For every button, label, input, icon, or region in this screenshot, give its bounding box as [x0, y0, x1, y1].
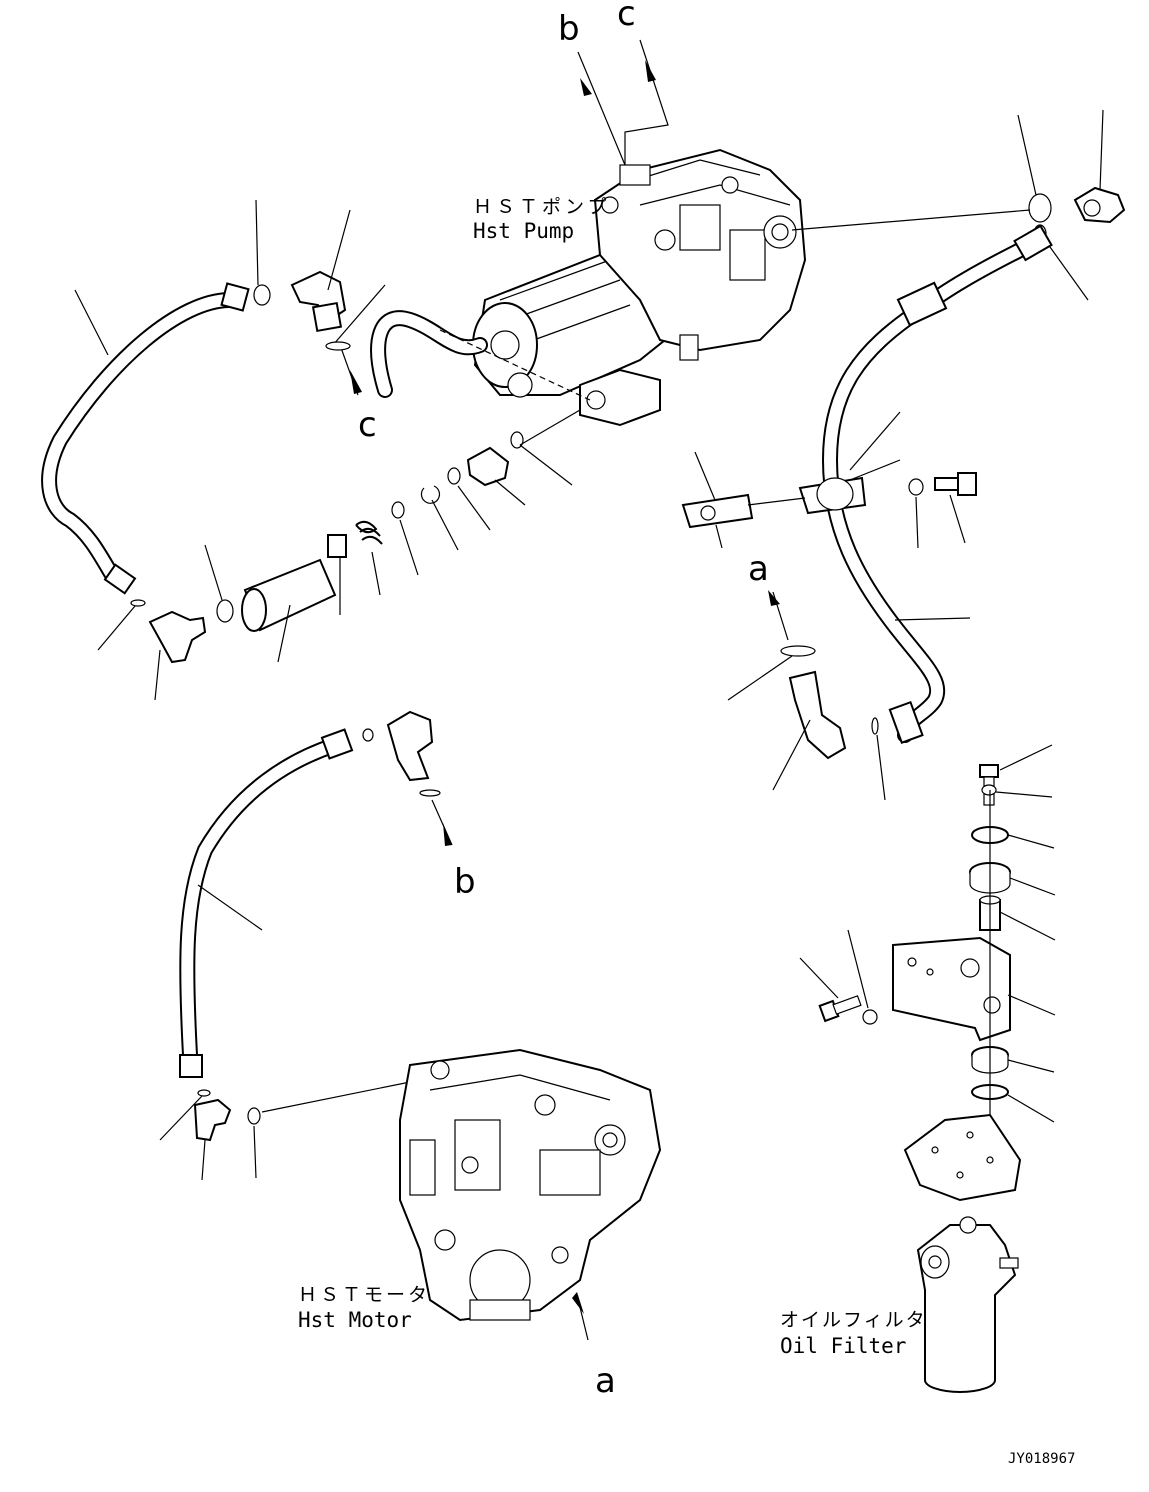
mount-bolt-side — [799, 957, 862, 1023]
o-ring-11 — [197, 1089, 211, 1097]
washer-4 — [862, 1009, 878, 1025]
drawing-id: JY018967 — [1008, 1451, 1075, 1467]
elbow-fitting-6 — [193, 1098, 232, 1181]
oil-filter — [916, 1216, 1019, 1393]
hst-motor — [399, 1048, 662, 1322]
ref-letter-b-top: b — [558, 9, 580, 49]
ref-letter-a-bottom: a — [595, 1361, 616, 1401]
o-ring-2 — [325, 341, 351, 351]
hose-clamp — [798, 411, 901, 515]
ref-letter-b-mid: b — [454, 862, 476, 902]
o-ring-8 — [780, 645, 816, 657]
ref-letter-a-mid: a — [748, 549, 769, 589]
washer-1 — [908, 478, 924, 496]
elbow-fitting-4 — [772, 670, 847, 791]
o-ring-7 — [871, 717, 879, 735]
elbow-fitting-5 — [386, 710, 434, 782]
elbow-fitting-3 — [1073, 109, 1126, 224]
elbow-fitting-2 — [148, 610, 207, 701]
washer-2 — [981, 784, 997, 796]
o-ring-1 — [253, 284, 271, 306]
o-ring-4 — [130, 599, 146, 607]
bracket-1 — [681, 451, 806, 549]
pump-label-en: Hst Pump — [473, 219, 574, 243]
rubber-mount-2 — [971, 1046, 1055, 1074]
motor-label-en: Hst Motor — [298, 1308, 412, 1332]
ref-arrows-top — [577, 39, 669, 166]
o-ring-3 — [216, 599, 234, 623]
filter-head-plate — [903, 1113, 1022, 1202]
ref-letter-c-top: c — [617, 0, 636, 34]
pump-suction-hose — [370, 310, 591, 401]
filter-bracket — [892, 936, 1056, 1042]
filter-label-en: Oil Filter — [780, 1334, 906, 1358]
o-ring-10 — [419, 789, 441, 797]
hst-pump — [472, 148, 807, 427]
ref-letter-c-mid: c — [358, 405, 377, 445]
motor-label-jp: ＨＳＴモータ — [298, 1284, 430, 1306]
sleeve-1 — [979, 895, 1056, 941]
o-ring-5 — [1028, 193, 1052, 223]
middle-hose — [179, 728, 354, 1078]
o-ring-9 — [362, 728, 374, 742]
filter-label-jp: オイルフィルタ — [780, 1309, 927, 1331]
elbow-fitting-1 — [290, 209, 351, 333]
bolt-1 — [934, 472, 977, 544]
o-ring-12 — [247, 1107, 261, 1125]
pump-label-jp: ＨＳＴポンプ — [473, 196, 610, 218]
left-hose — [41, 282, 250, 595]
rubber-mount-1 — [969, 862, 1056, 896]
check-valve-parts — [241, 409, 581, 663]
